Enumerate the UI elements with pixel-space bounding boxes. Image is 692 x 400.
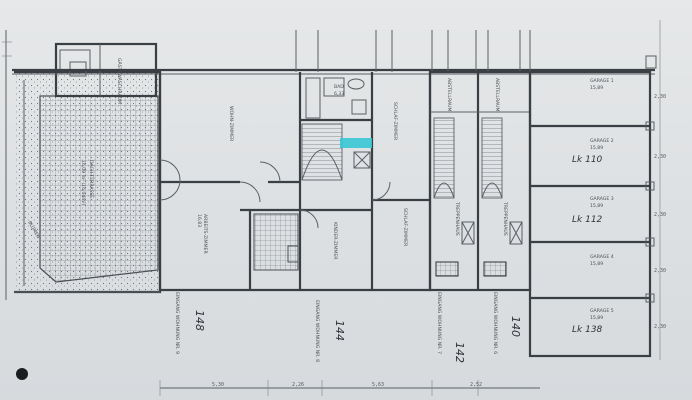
- bath-label: BAD: [334, 84, 344, 90]
- dim-bottom-1: 5,30: [212, 382, 224, 388]
- terrace-label: DACH-TERRASSE: [88, 160, 94, 198]
- storage2-label: ABSTELLRAUM: [494, 78, 500, 111]
- left-edge-ticks: [2, 30, 12, 300]
- entrance-9-label: EINGANG WOHNUNG NR. 9: [174, 292, 180, 354]
- dim-bottom-4: 2,52: [470, 382, 482, 388]
- storage1-label: ABSTELLRAUM: [446, 78, 452, 111]
- dim-right-3: 2,30: [654, 212, 666, 218]
- dim-right-2: 2,30: [654, 154, 666, 160]
- handwritten-144: 144: [333, 320, 346, 341]
- dim-bottom-3: 5,63: [372, 382, 384, 388]
- guest-wc-label: GÄSTEWASCHRAUM: [116, 58, 123, 104]
- garage-block: [528, 20, 661, 360]
- child-label: KINDER-ZIMMER: [332, 222, 338, 260]
- work-area: 16,83: [196, 214, 202, 227]
- entrance-6-label: EINGANG WOHNUNG NR. 6: [492, 292, 498, 354]
- terrace-area: 16,09 m² (16,04m²): [80, 160, 86, 206]
- garage-5-note: Lk 138: [572, 325, 603, 335]
- garage-4-area: 15,89: [590, 261, 603, 267]
- handwritten-142: 142: [453, 342, 466, 363]
- garage-5-area: 15,89: [590, 315, 603, 321]
- garage-2-note: Lk 110: [572, 155, 603, 165]
- work-label: ARBEITS-ZIMMER: [202, 214, 208, 254]
- dim-right-1: 2,30: [654, 94, 666, 100]
- bath-fixtures: [305, 77, 367, 119]
- living-label: WOHN-ZIMMER: [228, 106, 234, 142]
- dim-bottom-2: 2,26: [292, 382, 304, 388]
- bottom-dimension-line: [159, 380, 540, 396]
- stair-towers: [428, 70, 532, 292]
- sleep-label: SCHLAF-ZIMMER: [392, 102, 398, 141]
- bath-area: 6,33: [334, 91, 344, 97]
- garage-1-label: GARAGE 1: [590, 78, 614, 84]
- stairhall2-label: TREPPENHAUS: [502, 201, 508, 236]
- garage-3-label: GARAGE 3: [590, 196, 614, 202]
- dim-right-5: 2,30: [654, 324, 666, 330]
- top-beam: [12, 30, 655, 75]
- handwritten-140: 140: [509, 316, 522, 337]
- main-staircase: [301, 123, 372, 181]
- garage-1-area: 15,89: [590, 85, 603, 91]
- garage-3-area: 15,89: [590, 203, 603, 209]
- punch-hole: [16, 368, 28, 380]
- dim-right-4: 2,30: [654, 268, 666, 274]
- entrance-7-label: EINGANG WOHNUNG NR. 7: [436, 292, 442, 354]
- garage-3-note: Lk 112: [572, 215, 603, 225]
- entrance-8-label: EINGANG WOHNUNG NR. 8: [314, 300, 320, 362]
- handwritten-148: 148: [193, 310, 206, 331]
- hatched-room: [253, 213, 299, 271]
- garage-5-label: GARAGE 5: [590, 308, 614, 314]
- door-swings: [159, 159, 391, 229]
- stairhall1-label: TREPPENHAUS: [454, 201, 460, 236]
- main-building: [158, 72, 432, 292]
- garage-2-area: 15,89: [590, 145, 603, 151]
- terrace: [14, 70, 162, 294]
- sleep2-label: SCHLAF-ZIMMER: [402, 208, 408, 247]
- garage-4-label: GARAGE 4: [590, 254, 614, 260]
- garage-2-label: GARAGE 2: [590, 138, 614, 144]
